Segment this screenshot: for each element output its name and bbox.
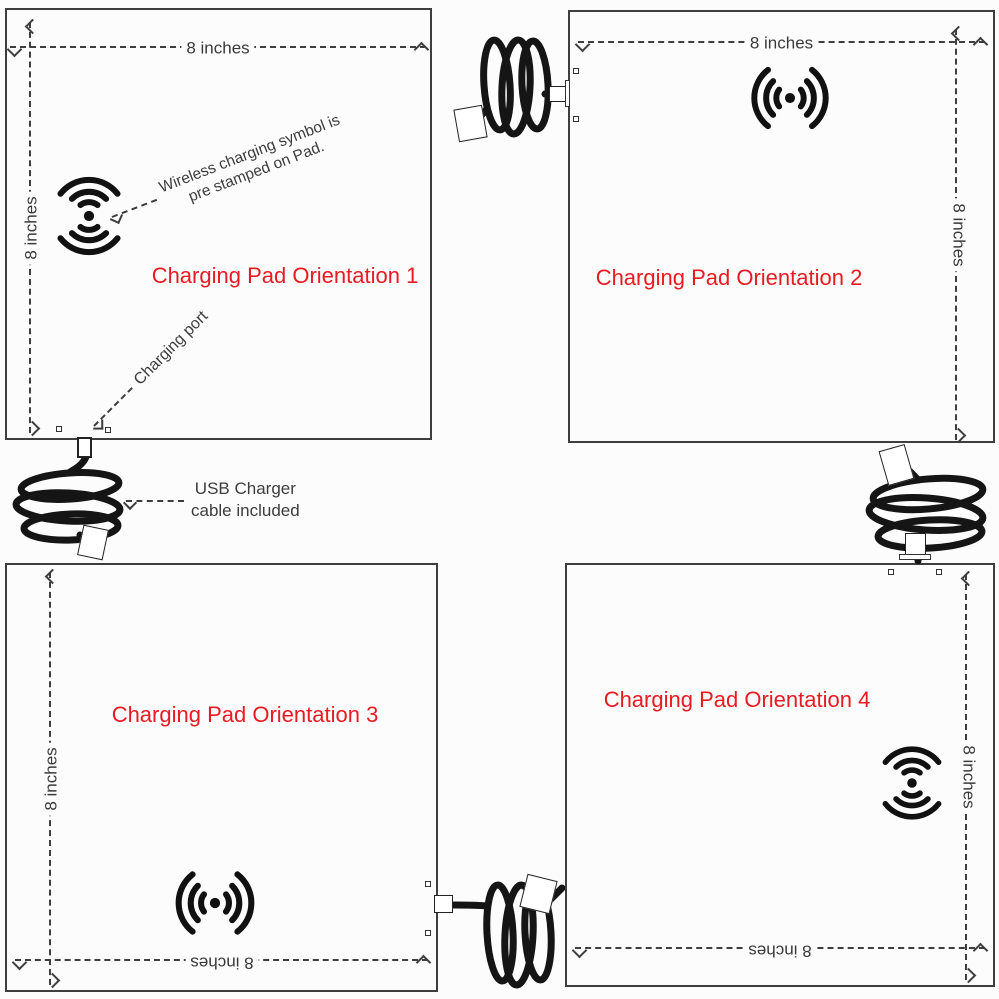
wireless-charging-symbol-icon (735, 59, 845, 137)
usb-cable-coil (12, 455, 124, 553)
pad-4-title: Charging Pad Orientation 4 (603, 687, 871, 712)
usb-cable-coil (865, 458, 987, 564)
usb-plug (453, 104, 488, 143)
pad-1-title: Charging Pad Orientation 1 (151, 263, 419, 288)
pad-3-height-label: 8 inches (42, 741, 62, 816)
pad-2 (568, 10, 995, 443)
pad-1-width-label: 8 inches (181, 39, 255, 59)
wireless-charging-symbol-icon (873, 731, 951, 835)
pad-1-height-dimension-arrow: 8 inches (22, 22, 42, 433)
charging-port-flange (899, 554, 931, 560)
pad-2-height-label: 8 inches (948, 197, 968, 272)
pad-2-title: Charging Pad Orientation 2 (595, 265, 863, 290)
pad-2-width-label: 8 inches (744, 34, 819, 54)
pad-2-width-dimension-arrow: 8 inches (578, 34, 985, 54)
screw-dot (425, 881, 431, 887)
pad-4-height-label: 8 inches (958, 740, 978, 814)
screw-dot (425, 930, 431, 936)
charging-port-connector (434, 895, 453, 913)
usb-cable-note: USB Charger cable included (126, 478, 300, 522)
pad-1 (5, 8, 432, 440)
charging-port-connector (905, 533, 926, 556)
pad-4-height-dimension-arrow: 8 inches (958, 574, 978, 980)
pad-1-width-dimension-arrow: 8 inches (10, 39, 426, 59)
pad-4-width-dimension-arrow: 8 inches (575, 940, 985, 960)
screw-dot (56, 426, 62, 432)
pad-1-height-label: 8 inches (22, 190, 42, 265)
charging-port-connector (77, 437, 92, 458)
screw-dot (573, 116, 579, 122)
pad-4-width-label: 8 inches (743, 940, 817, 960)
usb-note-line2: cable included (191, 501, 300, 521)
pad-2-height-dimension-arrow: 8 inches (948, 29, 968, 440)
pad-4 (565, 563, 995, 987)
screw-dot (105, 427, 111, 433)
screw-dot (888, 569, 894, 575)
usb-cable-coil (452, 881, 566, 989)
screw-dot (573, 68, 579, 74)
note-arrow-icon (111, 198, 158, 218)
pad-3-width-label: 8 inches (184, 952, 259, 972)
pad-3-title: Charging Pad Orientation 3 (111, 702, 379, 727)
screw-dot (936, 569, 942, 575)
pad-3-height-dimension-arrow: 8 inches (42, 572, 62, 985)
usb-note-line1: USB Charger (194, 479, 296, 498)
note-arrow-icon (126, 500, 184, 503)
wireless-charging-symbol-icon (159, 863, 271, 943)
pad-3 (5, 563, 438, 992)
charging-port-flange (565, 80, 570, 107)
pad-3-width-dimension-arrow: 8 inches (15, 952, 428, 972)
charging-port-connector (549, 86, 566, 102)
